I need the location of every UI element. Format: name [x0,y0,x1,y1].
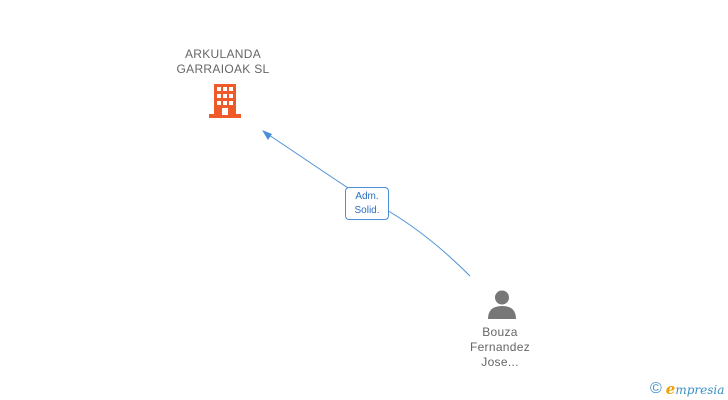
edge-role-line2: Solid. [354,205,380,216]
company-name-line2: GARRAIOAK SL [176,62,270,76]
empresia-watermark: © empresia [650,380,724,398]
person-name-line2: Fernandez [469,340,531,354]
company-name-line1: ARKULANDA [184,47,262,61]
edge-arrowhead [262,130,272,140]
copyright-icon: © [650,380,662,397]
person-icon[interactable] [487,289,517,319]
building-icon[interactable] [209,84,241,118]
edge-role-line1: Adm. [355,191,379,202]
brand-logo: empresia [666,380,725,398]
brand-initial: e [665,380,676,398]
edge-role-badge[interactable]: Adm. Solid. [345,187,389,220]
person-name-line3: Jose... [481,355,519,369]
person-node-label[interactable]: Bouza Fernandez Jose... [440,325,560,370]
company-node-label[interactable]: ARKULANDA GARRAIOAK SL [148,47,298,77]
brand-rest: mpresia [675,383,725,397]
person-name-line1: Bouza [482,325,518,339]
edge-line [265,132,471,277]
